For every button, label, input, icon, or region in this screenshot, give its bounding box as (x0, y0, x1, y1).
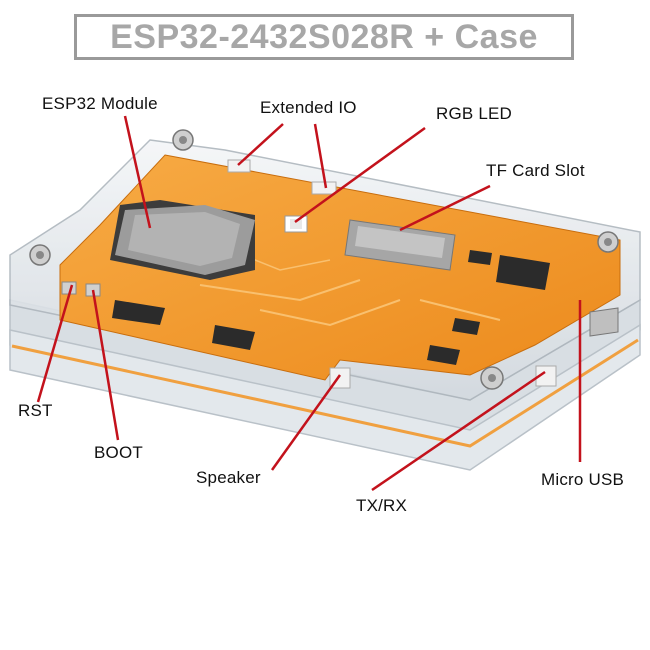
ic-chips (112, 250, 550, 365)
label-esp32-module: ESP32 Module (42, 94, 158, 113)
extended-io-connectors (227, 159, 337, 195)
callout-tf-card-slot (399, 184, 491, 232)
callout-speaker (270, 374, 342, 471)
callout-extended-io-left (237, 123, 284, 166)
label-rst: RST (18, 401, 53, 420)
callout-boot (91, 289, 120, 441)
label-boot: BOOT (94, 443, 143, 462)
diagram-title: ESP32-2432S028R + Case (110, 17, 538, 56)
label-speaker: Speaker (196, 468, 261, 487)
callout-lines (36, 115, 582, 492)
callout-rgb-led (294, 126, 426, 224)
usb-and-uart-connectors (535, 307, 619, 387)
callout-rst (36, 284, 74, 403)
tf-card-slot-part (344, 219, 456, 271)
callout-extended-io-right (313, 123, 328, 189)
label-tx-rx: TX/RX (356, 496, 408, 515)
rgb-led-part (284, 215, 308, 233)
case-screws (29, 129, 619, 390)
label-extended-io: Extended IO (260, 98, 357, 117)
label-tf-card-slot: TF Card Slot (486, 161, 585, 180)
callout-tx-rx (371, 370, 546, 492)
label-rgb-led: RGB LED (436, 104, 513, 123)
title-box: ESP32-2432S028R + Case (74, 14, 574, 60)
label-micro-usb: Micro USB (541, 470, 625, 489)
esp32-module-chip (110, 200, 255, 280)
callout-esp32-module (123, 115, 152, 229)
